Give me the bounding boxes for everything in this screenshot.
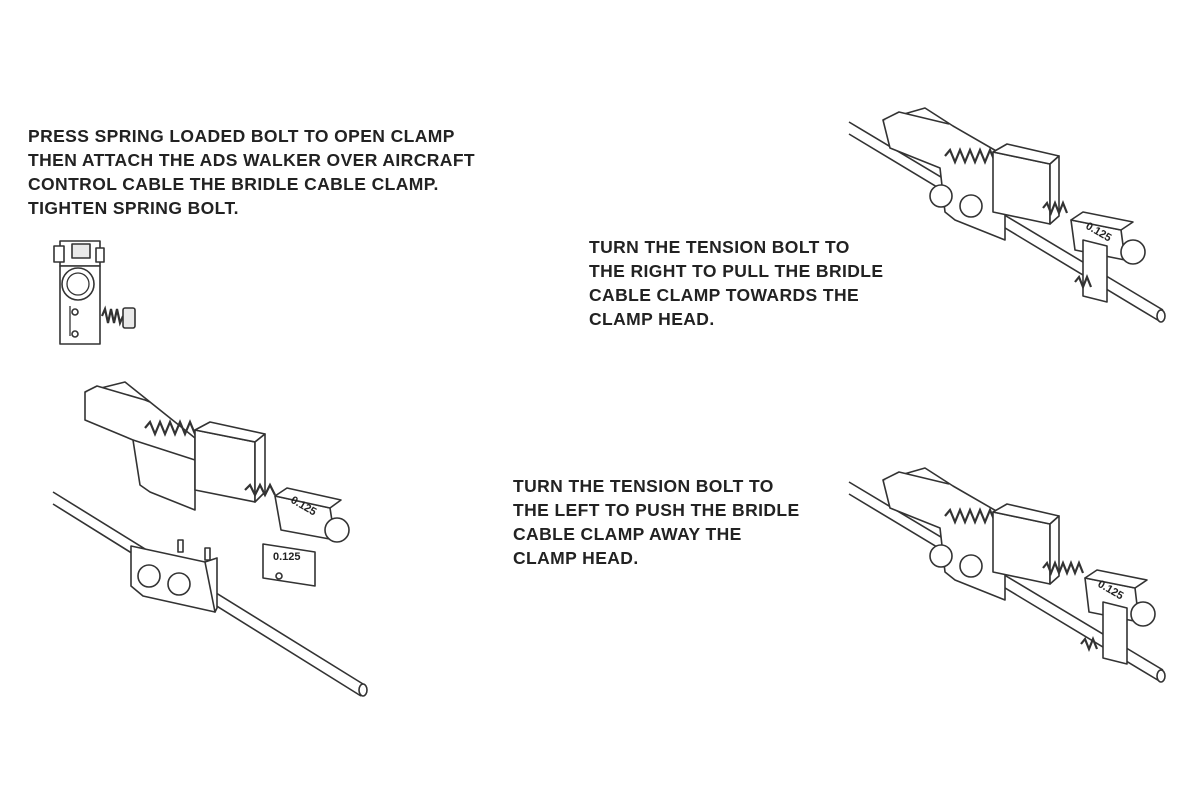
lower-clamp-label: 0.125	[273, 551, 301, 563]
bridle-cable-clamp	[1082, 239, 1108, 303]
walker-tension-left-view: 0.125	[848, 467, 1166, 683]
clamp-nut	[929, 544, 953, 568]
instruction-attach-clamp: PRESS SPRING LOADED BOLT TO OPEN CLAMP T…	[28, 124, 475, 220]
adjust-knob	[1120, 239, 1146, 265]
instruction-line: TURN THE TENSION BOLT TO	[589, 237, 850, 257]
clamp-nut	[959, 554, 983, 578]
adjust-knob	[324, 517, 350, 543]
walker-assembly-exploded-view: 0.125 0.125	[52, 381, 368, 697]
instruction-line: TIGHTEN SPRING BOLT.	[28, 198, 239, 218]
clamp-nut	[929, 184, 953, 208]
instruction-turn-right: TURN THE TENSION BOLT TO THE RIGHT TO PU…	[589, 235, 883, 331]
clamp-nut	[959, 194, 983, 218]
bridle-cable-clamp	[1102, 601, 1128, 665]
instruction-line: THE LEFT TO PUSH THE BRIDLE	[513, 500, 800, 520]
adjust-knob	[1130, 601, 1156, 627]
instruction-line: THEN ATTACH THE ADS WALKER OVER AIRCRAFT	[28, 150, 475, 170]
clamp-head	[882, 467, 1006, 601]
clamp-head	[84, 381, 196, 511]
clamp-nut	[137, 564, 161, 588]
instruction-line: THE RIGHT TO PULL THE BRIDLE	[589, 261, 884, 281]
instruction-line: CABLE CLAMP TOWARDS THE	[589, 285, 860, 305]
instruction-line: TURN THE TENSION BOLT TO	[513, 476, 774, 496]
instruction-line: CABLE CLAMP AWAY THE	[513, 524, 742, 544]
walker-tension-right-view: 0.125	[848, 107, 1166, 323]
instruction-line: PRESS SPRING LOADED BOLT TO OPEN CLAMP	[28, 126, 455, 146]
instruction-line: CLAMP HEAD.	[513, 548, 639, 568]
instruction-line: CONTROL CABLE THE BRIDLE CABLE CLAMP.	[28, 174, 439, 194]
instruction-line: CLAMP HEAD.	[589, 309, 715, 329]
clamp-head	[882, 107, 1006, 241]
bridle-clamp-side-view	[53, 240, 136, 345]
clamp-nut	[167, 572, 191, 596]
instruction-turn-left: TURN THE TENSION BOLT TO THE LEFT TO PUS…	[513, 474, 800, 570]
tension-spring	[144, 419, 201, 437]
